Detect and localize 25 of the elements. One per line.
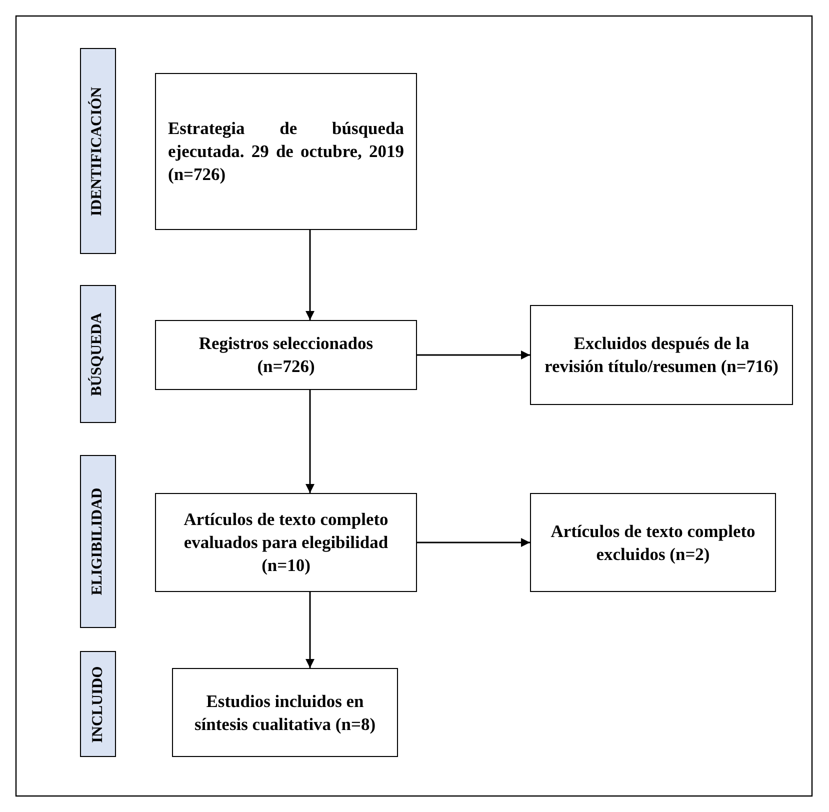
phase-name: ELIGIBILIDAD (90, 488, 106, 596)
phase-label (80, 651, 116, 757)
box-text: Estudios incluidos en síntesis cualitativa (n=8) (193, 690, 377, 736)
arrow (306, 390, 314, 493)
process-box (155, 73, 417, 230)
arrow (417, 350, 530, 360)
phase-label (80, 285, 116, 423)
phase-label (80, 48, 116, 254)
phase-name: IDENTIFICACIÓN (90, 86, 106, 216)
phase-name: BÚSQUEDA (90, 312, 106, 396)
process-box (172, 668, 398, 757)
process-box (530, 305, 793, 405)
process-box (155, 320, 417, 390)
arrow (306, 592, 314, 668)
box-text: Estrategia de búsqueda ejecutada. 29 de octubre, 2019 (n=726) (168, 117, 404, 186)
box-text: Registros seleccionados (n=726) (198, 332, 374, 378)
phase-label (80, 455, 116, 628)
phase-name: INCLUIDO (90, 666, 106, 742)
arrow (306, 230, 314, 320)
process-box (155, 493, 417, 592)
box-text: Artículos de texto completo evaluados para elegibilidad (n=10) (182, 508, 390, 577)
arrow (417, 538, 530, 547)
process-box (530, 493, 776, 592)
box-text: Excluidos después de la revisión título/resumen (n=716) (544, 332, 780, 378)
box-text: Artículos de texto completo excluidos (n=2) (550, 520, 756, 566)
